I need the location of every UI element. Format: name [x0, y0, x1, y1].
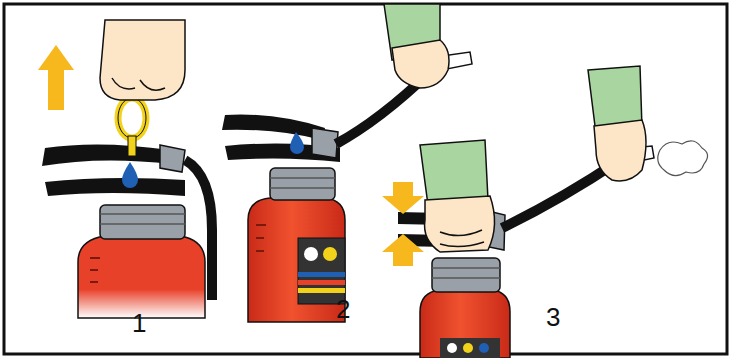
safety-pin-ring — [118, 98, 146, 138]
step-number: 1 — [132, 310, 146, 336]
step-number: 3 — [546, 304, 560, 330]
collar-ridges — [100, 214, 185, 224]
valve-head — [160, 145, 185, 172]
extinguisher-cylinder — [420, 290, 510, 358]
collar-ridges — [270, 178, 335, 188]
hand — [100, 20, 185, 100]
cylinder-shading — [256, 225, 266, 251]
label-dot — [463, 343, 473, 353]
hand-fingers — [440, 230, 484, 247]
squeeze-arrow — [382, 234, 424, 266]
label-stripe — [298, 288, 345, 293]
valve-collar — [432, 258, 500, 292]
label-dot — [479, 343, 489, 353]
hose — [185, 160, 212, 300]
instruction-label — [440, 338, 500, 358]
safety-pin — [128, 136, 136, 156]
sleeve — [420, 140, 488, 205]
label-dot — [447, 343, 457, 353]
valve-collar — [270, 168, 335, 200]
hand — [594, 120, 646, 181]
extinguisher-cylinder — [78, 236, 205, 318]
squeeze-arrow — [382, 182, 424, 214]
hand — [425, 196, 495, 252]
valve-collar — [100, 205, 185, 239]
frame-border — [4, 4, 727, 354]
extinguisher-cylinder — [248, 198, 345, 322]
top-lever — [222, 115, 325, 140]
lift-arrow — [38, 45, 74, 110]
label-stripe — [298, 280, 345, 285]
spray-cloud — [658, 141, 708, 176]
instruction-label — [298, 238, 345, 304]
pin-ring-outline — [118, 98, 146, 138]
hand — [392, 40, 449, 88]
valve-head — [312, 128, 338, 158]
safety-seal — [122, 162, 138, 188]
label-dot — [304, 247, 318, 261]
hand-fingers — [112, 78, 165, 90]
top-lever — [42, 144, 172, 166]
carry-handle — [45, 178, 185, 196]
safety-seal — [290, 132, 304, 154]
cylinder-shading — [90, 258, 100, 282]
collar-ridges — [432, 268, 500, 278]
label-stripe — [298, 272, 345, 277]
label-dot — [323, 247, 337, 261]
step-number: 2 — [336, 296, 350, 322]
